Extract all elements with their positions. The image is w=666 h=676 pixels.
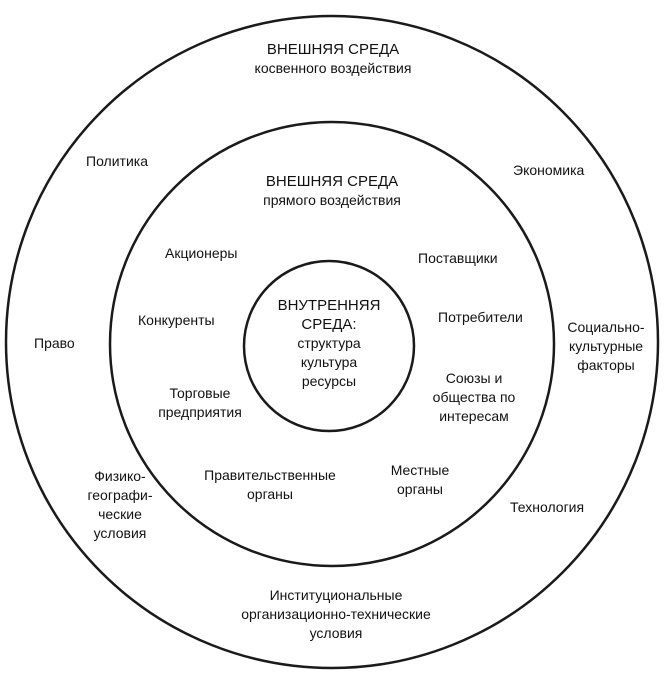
physgeo-line-4: условия bbox=[93, 525, 147, 541]
inner-title-line-2: СРЕДА: bbox=[301, 316, 357, 333]
inner-circle bbox=[242, 259, 416, 433]
middle-subtitle-line: прямого воздействия bbox=[263, 192, 401, 208]
physgeo-line-2: географи- bbox=[87, 487, 153, 503]
government-line-2: органы bbox=[247, 486, 293, 502]
outer-title: ВНЕШНЯЯ СРЕДА косвенного воздействия bbox=[233, 40, 433, 78]
institutional-line-3: условия bbox=[309, 625, 363, 641]
government-label: Правительственные органы bbox=[190, 466, 350, 504]
outer-circle bbox=[4, 14, 660, 670]
government-line-1: Правительственные bbox=[204, 467, 336, 483]
unions-line-1: Союзы и bbox=[445, 370, 503, 386]
suppliers-label: Поставщики bbox=[418, 250, 498, 266]
competitors-label: Конкуренты bbox=[138, 312, 215, 328]
middle-title: ВНЕШНЯЯ СРЕДА прямого воздействия bbox=[232, 172, 432, 210]
physgeo-line-3: ческие bbox=[98, 506, 142, 522]
institutional-label: Институциональные организационно-техниче… bbox=[196, 586, 476, 643]
trade-label: Торговые предприятия bbox=[150, 384, 250, 422]
economy-label: Экономика bbox=[513, 162, 585, 178]
institutional-line-1: Институциональные bbox=[269, 587, 403, 603]
institutional-line-2: организационно-технические bbox=[241, 606, 431, 622]
unions-label: Союзы и общества по интересам bbox=[424, 369, 524, 426]
social-line-3: факторы bbox=[577, 357, 635, 373]
shareholders-label: Акционеры bbox=[165, 245, 238, 261]
physgeo-line-1: Физико- bbox=[94, 468, 146, 484]
outer-title-line: ВНЕШНЯЯ СРЕДА bbox=[266, 41, 400, 58]
inner-item-structure: структура bbox=[297, 335, 361, 351]
inner-title-line-1: ВНУТРЕННЯЯ bbox=[277, 297, 381, 314]
inner-label: ВНУТРЕННЯЯ СРЕДА: структура культура рес… bbox=[264, 296, 394, 391]
physgeo-label: Физико- географи- ческие условия bbox=[78, 467, 162, 543]
consumers-label: Потребители bbox=[438, 309, 523, 325]
law-label: Право bbox=[34, 335, 75, 351]
technology-label: Технология bbox=[510, 499, 585, 515]
social-line-1: Социально- bbox=[567, 319, 645, 335]
middle-circle bbox=[108, 120, 556, 568]
middle-title-line: ВНЕШНЯЯ СРЕДА bbox=[265, 173, 399, 190]
inner-item-culture: культура bbox=[300, 354, 358, 370]
local-label: Местные органы bbox=[380, 461, 460, 499]
unions-line-3: интересам bbox=[439, 408, 509, 424]
outer-subtitle-line: косвенного воздействия bbox=[254, 60, 412, 76]
unions-line-2: общества по bbox=[432, 389, 516, 405]
inner-item-resources: ресурсы bbox=[301, 373, 357, 389]
local-line-1: Местные bbox=[390, 462, 450, 478]
local-line-2: органы bbox=[397, 481, 443, 497]
trade-line-2: предприятия bbox=[158, 404, 242, 420]
social-line-2: культурные bbox=[568, 338, 644, 354]
social-factors-label: Социально- культурные факторы bbox=[556, 318, 656, 375]
trade-line-1: Торговые bbox=[169, 385, 231, 401]
politics-label: Политика bbox=[86, 153, 148, 169]
